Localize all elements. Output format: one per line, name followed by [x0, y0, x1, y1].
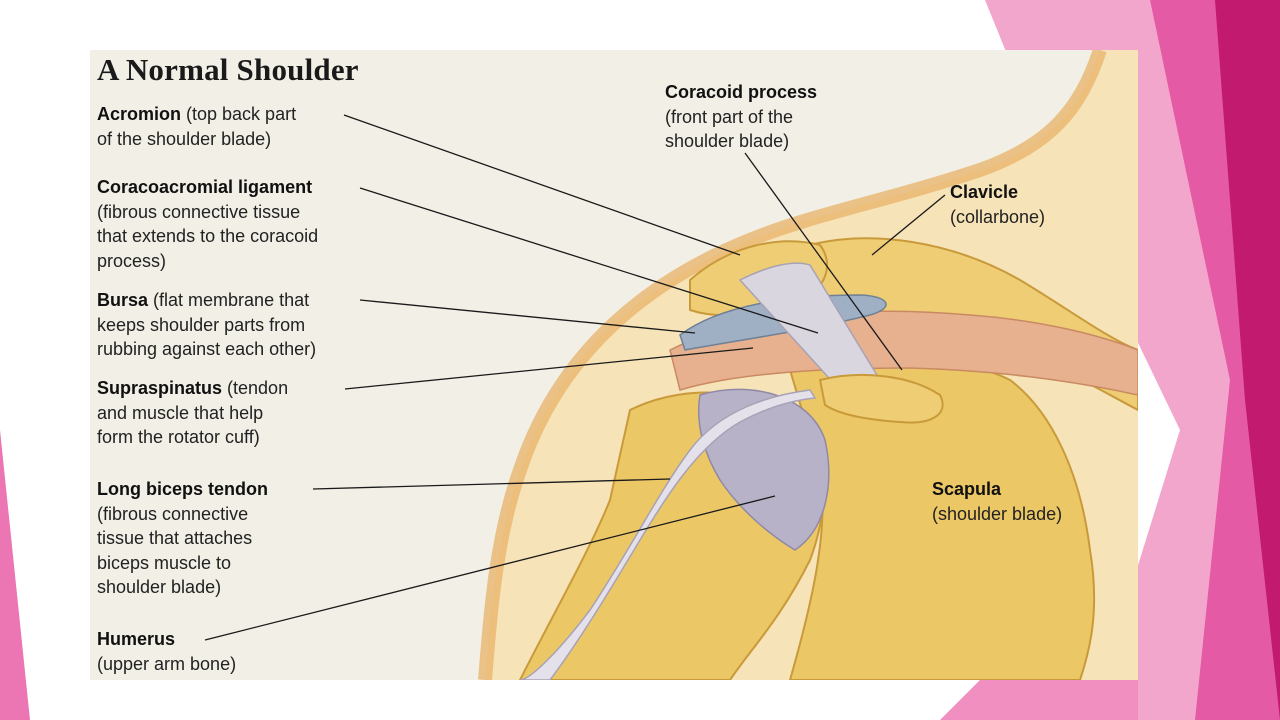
label-coracoacromial: Coracoacromial ligament (fibrous connect…	[97, 175, 318, 273]
leader-acromion	[343, 114, 741, 256]
label-coracoid-name: Coracoid process	[665, 82, 818, 102]
label-scapula-desc1: (shoulder blade)	[932, 503, 1063, 524]
label-bursa-desc1: (flat membrane that	[148, 290, 310, 310]
label-clavicle: Clavicle (collarbone)	[950, 180, 1045, 229]
skin-edge	[478, 50, 1107, 680]
shoulder-illustration	[204, 50, 1138, 680]
label-clavicle-desc1: (collarbone)	[950, 206, 1046, 227]
label-supraspinatus-desc1: (tendon	[222, 378, 289, 398]
label-coracoid: Coracoid process (front part of the shou…	[665, 80, 817, 154]
label-coracoacromial-desc3: process)	[97, 250, 167, 271]
label-humerus-desc1: (upper arm bone)	[97, 653, 237, 674]
label-clavicle-name: Clavicle	[950, 182, 1019, 202]
label-coracoacromial-name: Coracoacromial ligament	[97, 177, 313, 197]
label-biceps-name: Long biceps tendon	[97, 479, 268, 499]
label-bursa-desc2: keeps shoulder parts from	[97, 314, 306, 335]
label-scapula: Scapula (shoulder blade)	[932, 477, 1062, 526]
shoulder-anatomy-figure: A Normal Shoulder Acromion (top back par…	[90, 50, 1138, 680]
label-bursa: Bursa (flat membrane that keeps shoulder…	[97, 288, 316, 362]
leader-clavicle	[871, 194, 946, 256]
label-humerus: Humerus (upper arm bone)	[97, 627, 236, 676]
label-coracoacromial-desc2: that extends to the coracoid	[97, 226, 319, 246]
label-coracoacromial-desc1: (fibrous connective tissue	[97, 201, 301, 222]
leader-coracoid	[744, 152, 903, 371]
pink-facet-left	[0, 430, 30, 720]
label-supraspinatus-desc3: form the rotator cuff)	[97, 427, 260, 447]
label-biceps: Long biceps tendon (fibrous connective t…	[97, 477, 268, 600]
label-coracoid-desc1: (front part of the	[665, 106, 794, 127]
label-bursa-name: Bursa	[97, 290, 149, 310]
label-supraspinatus: Supraspinatus (tendon and muscle that he…	[97, 376, 288, 450]
leader-coracoacromial	[359, 187, 819, 334]
label-bursa-desc3: rubbing against each other)	[97, 339, 317, 359]
label-biceps-desc3: biceps muscle to	[97, 552, 232, 573]
label-biceps-desc1: (fibrous connective	[97, 503, 249, 524]
leader-supraspinatus	[344, 347, 754, 390]
label-acromion-desc1: (top back part	[181, 104, 297, 124]
label-acromion-name: Acromion	[97, 104, 182, 124]
pink-facet-dark	[1215, 0, 1280, 720]
label-scapula-name: Scapula	[932, 479, 1002, 499]
label-supraspinatus-desc2: and muscle that help	[97, 402, 264, 423]
label-supraspinatus-name: Supraspinatus	[97, 378, 223, 398]
biceps-tendon	[519, 389, 817, 680]
leader-bursa	[359, 299, 696, 334]
label-biceps-desc4: shoulder blade)	[97, 577, 222, 597]
label-coracoid-desc2: shoulder blade)	[665, 131, 790, 151]
label-humerus-name: Humerus	[97, 629, 176, 649]
label-biceps-desc2: tissue that attaches	[97, 528, 253, 548]
leader-humerus	[204, 495, 776, 641]
leader-lines	[204, 114, 946, 641]
diagram-title: A Normal Shoulder	[97, 52, 359, 87]
leader-biceps	[312, 478, 671, 490]
label-acromion-desc2: of the shoulder blade)	[97, 128, 272, 149]
coracoid-bone	[818, 374, 944, 424]
label-acromion: Acromion (top back part of the shoulder …	[97, 102, 296, 151]
